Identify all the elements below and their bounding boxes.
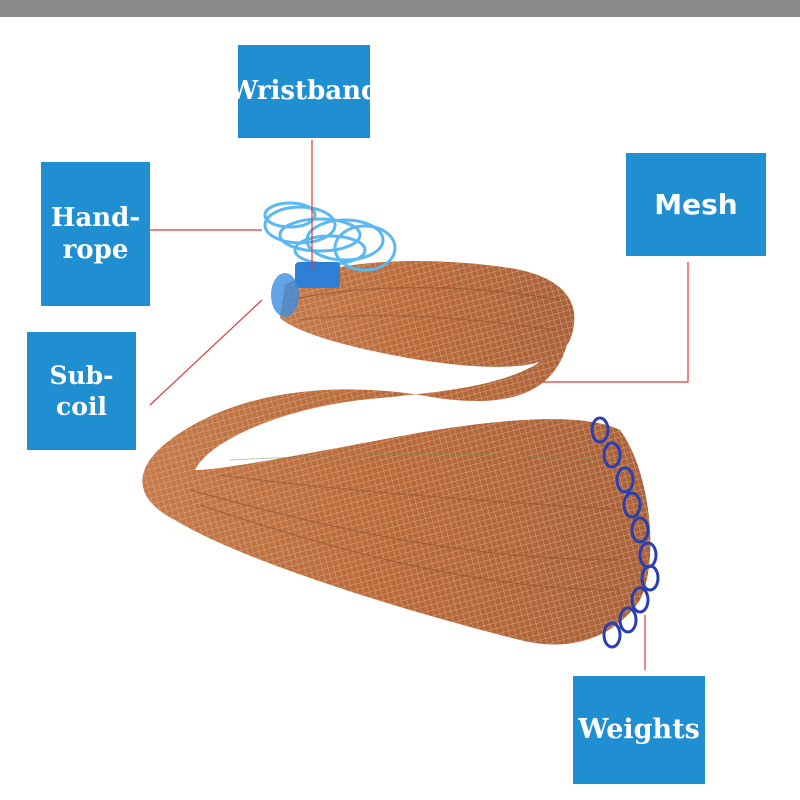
- wristband-label: Wristband: [229, 45, 379, 138]
- handrope-label-line2: rope: [62, 235, 129, 265]
- sub-coil-ring: [271, 273, 299, 317]
- mesh-label-text: Mesh: [654, 188, 738, 221]
- subcoil-label: Sub-coil: [27, 332, 136, 450]
- hand-rope-coil: [263, 201, 397, 272]
- weights-label-text: Weights: [578, 714, 700, 746]
- net-main-body: [142, 330, 651, 645]
- leader-lines: [149, 140, 689, 670]
- wristband-clip: [295, 262, 340, 288]
- weights-label: Weights: [573, 676, 705, 784]
- mesh-label: Mesh: [626, 153, 766, 256]
- wristband-label-text: Wristband: [228, 76, 380, 107]
- subcoil-leader-line: [149, 299, 263, 406]
- handrope-label-line1: Hand-: [50, 202, 141, 233]
- top-bar: [0, 0, 800, 17]
- net-weights: [590, 416, 660, 649]
- subcoil-label-text: Sub-coil: [49, 360, 114, 421]
- net-upper-coil: [280, 261, 575, 367]
- handrope-label: Hand- rope: [41, 162, 150, 306]
- mesh-leader-line: [540, 262, 689, 383]
